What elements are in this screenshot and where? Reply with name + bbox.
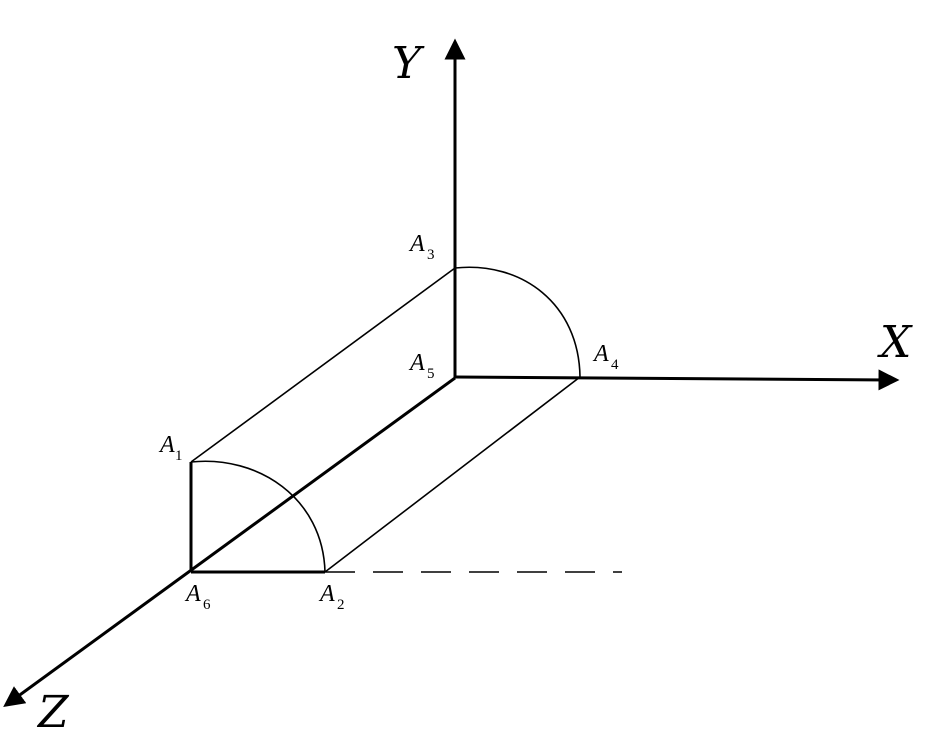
edge-a2-a4 bbox=[324, 376, 581, 573]
label-a3: A 3 bbox=[408, 231, 435, 263]
x-axis bbox=[454, 369, 900, 391]
svg-text:4: 4 bbox=[611, 357, 619, 373]
label-a4: A 4 bbox=[592, 341, 619, 373]
svg-text:A: A bbox=[318, 581, 335, 607]
label-a6: A 6 bbox=[184, 581, 211, 613]
z-axis bbox=[3, 376, 456, 708]
svg-text:6: 6 bbox=[203, 597, 211, 613]
svg-text:A: A bbox=[592, 341, 609, 367]
edge-a1-a3 bbox=[190, 267, 456, 463]
z-axis-label: Z bbox=[36, 687, 70, 738]
svg-text:A: A bbox=[184, 581, 201, 607]
x-axis-label: X bbox=[877, 317, 913, 368]
svg-text:5: 5 bbox=[427, 366, 435, 382]
y-axis-label: Y bbox=[392, 38, 425, 89]
label-a2: A 2 bbox=[318, 581, 345, 613]
arc-a3-a4 bbox=[454, 266, 581, 378]
svg-text:A: A bbox=[408, 231, 425, 257]
label-a1: A 1 bbox=[158, 432, 183, 464]
svg-text:2: 2 bbox=[337, 597, 345, 613]
arc-a1-a2 bbox=[190, 460, 326, 573]
label-a5: A 5 bbox=[408, 350, 435, 382]
svg-text:A: A bbox=[408, 350, 425, 376]
svg-text:1: 1 bbox=[175, 448, 183, 464]
svg-text:A: A bbox=[158, 432, 175, 458]
svg-text:3: 3 bbox=[427, 247, 435, 263]
